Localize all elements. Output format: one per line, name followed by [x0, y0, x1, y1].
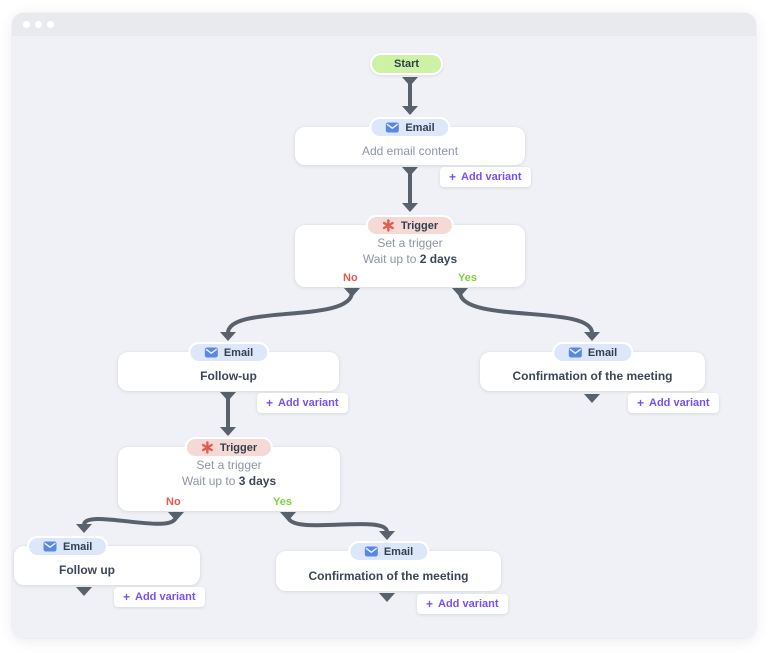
trigger-instruction: Set a trigger: [377, 236, 443, 250]
connector-start-email: [402, 77, 418, 115]
badge-label: Trigger: [400, 219, 439, 232]
branch-yes-label: Yes: [273, 496, 292, 508]
add-variant-button[interactable]: + Add variant: [257, 393, 348, 413]
trigger-badge[interactable]: Trigger: [184, 437, 274, 458]
wait-duration: 2 days: [419, 252, 458, 266]
window-titlebar: [12, 13, 756, 36]
add-variant-label: Add variant: [278, 397, 339, 409]
trigger-asterisk-icon: [382, 219, 394, 232]
node-email-1[interactable]: Email Add email content: [295, 117, 525, 165]
connector-email-trigger1: [402, 167, 418, 212]
connector-trigger2-yes: [280, 512, 395, 540]
stub-arrow-followup2: [76, 587, 92, 596]
branch-no-label: No: [343, 272, 358, 284]
node-email-followup-2[interactable]: Email Follow up: [14, 536, 200, 585]
badge-label: Email: [223, 346, 254, 359]
wait-duration: 3 days: [238, 474, 277, 488]
badge-label: Email: [63, 540, 93, 553]
node-trigger-2[interactable]: Trigger Set a trigger Wait up to 3 days …: [118, 437, 340, 511]
email-badge[interactable]: Email: [27, 536, 109, 557]
plus-icon: +: [426, 597, 434, 611]
node-trigger-1[interactable]: Trigger Set a trigger Wait up to 2 days …: [295, 215, 525, 287]
branch-no-label: No: [166, 496, 181, 508]
add-variant-button[interactable]: + Add variant: [417, 594, 508, 614]
connector-trigger1-yes: [452, 288, 600, 341]
badge-label: Email: [383, 545, 414, 558]
badge-label: Email: [405, 121, 435, 134]
node-email-confirmation-1[interactable]: Email Confirmation of the meeting: [480, 342, 705, 391]
node-email-confirmation-2[interactable]: Email Confirmation of the meeting: [276, 541, 501, 591]
connector-trigger1-no: [220, 288, 360, 341]
connector-trigger2-no: [76, 512, 184, 533]
email-icon: [364, 546, 378, 557]
email-badge[interactable]: Email: [551, 342, 634, 363]
badge-label: Email: [587, 346, 618, 359]
stub-arrow-confirmation1: [584, 394, 600, 403]
email-badge[interactable]: Email: [369, 117, 451, 138]
email-icon: [43, 541, 57, 552]
plus-icon: +: [123, 590, 131, 604]
email-badge[interactable]: Email: [187, 342, 270, 363]
email-icon: [204, 347, 218, 358]
node-title: Confirmation of the meeting: [512, 369, 673, 383]
app-window: Start Email Add email content + Add vari…: [12, 13, 756, 638]
window-dot-icon[interactable]: [23, 21, 30, 28]
email-badge[interactable]: Email: [347, 541, 430, 562]
trigger-wait: Wait up to 2 days: [362, 252, 458, 266]
add-variant-button[interactable]: + Add variant: [114, 587, 205, 607]
node-email-followup-1[interactable]: Email Follow-up: [118, 342, 339, 391]
add-variant-button[interactable]: + Add variant: [628, 393, 719, 413]
start-label: Start: [394, 58, 420, 70]
plus-icon: +: [637, 396, 645, 410]
plus-icon: +: [266, 396, 274, 410]
add-variant-button[interactable]: + Add variant: [440, 167, 531, 187]
connector-followup-trigger2: [220, 392, 236, 436]
trigger-asterisk-icon: [201, 441, 213, 454]
window-dot-icon[interactable]: [47, 21, 54, 28]
trigger-instruction: Set a trigger: [196, 458, 262, 472]
workflow-canvas[interactable]: Start Email Add email content + Add vari…: [12, 36, 756, 638]
email-icon: [568, 347, 582, 358]
node-title: Confirmation of the meeting: [308, 568, 469, 583]
add-variant-label: Add variant: [461, 171, 522, 183]
add-variant-label: Add variant: [135, 591, 196, 603]
email-icon: [385, 122, 399, 133]
stub-arrow-confirmation2: [379, 593, 395, 602]
start-node[interactable]: Start: [370, 53, 444, 75]
trigger-wait: Wait up to 3 days: [181, 474, 277, 488]
node-body-text: Add email content: [361, 143, 459, 158]
add-variant-label: Add variant: [438, 598, 499, 610]
window-dot-icon[interactable]: [35, 21, 42, 28]
trigger-badge[interactable]: Trigger: [365, 215, 455, 236]
branch-yes-label: Yes: [458, 272, 477, 284]
node-title: Follow up: [59, 563, 115, 577]
node-title: Follow-up: [200, 369, 257, 383]
add-variant-label: Add variant: [649, 397, 710, 409]
plus-icon: +: [449, 170, 457, 184]
badge-label: Trigger: [219, 441, 258, 454]
